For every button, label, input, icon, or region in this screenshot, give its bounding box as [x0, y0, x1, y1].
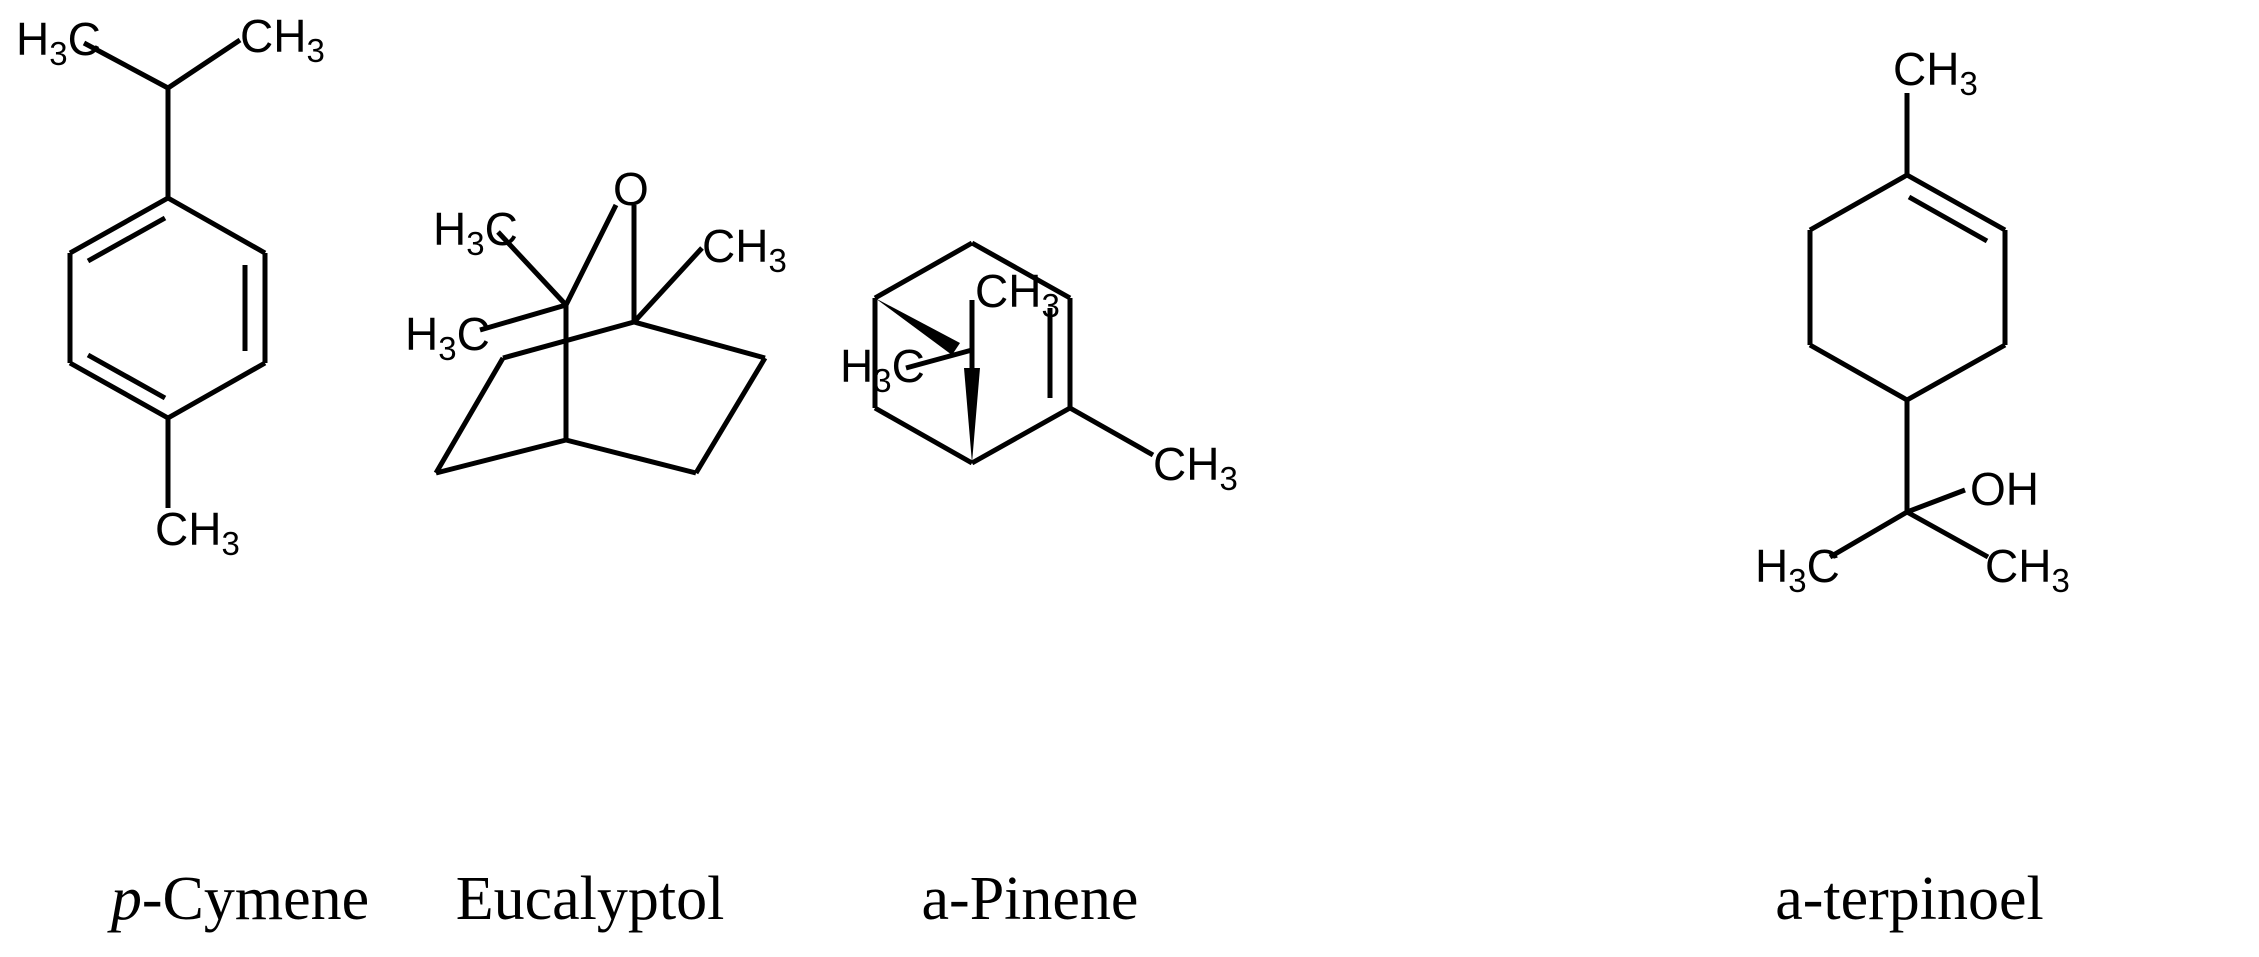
p-cymene-ch3-top-left: H3C [16, 13, 101, 72]
eucalyptol-name: Eucalyptol [455, 865, 725, 933]
bond-ring-4 [1808, 342, 1909, 403]
bond-methyl-right [1905, 509, 1990, 560]
eucalyptol-bonds [433, 203, 768, 476]
bond-c4-c5 [633, 319, 766, 361]
bond-ring-double-1 [86, 215, 167, 264]
bond-ring-d [970, 405, 1072, 466]
eucalyptol-ch3-upper-left: H3C [433, 203, 518, 262]
bond-ring-3 [166, 360, 267, 421]
bond-ring-1 [166, 195, 267, 256]
a-pinene-name: a-Pinene [921, 865, 1139, 933]
bond-c1-methyl-lower [479, 302, 567, 333]
eucalyptol-structure: O H3C H3C CH3 [405, 163, 787, 476]
bond-c5-c6 [693, 356, 768, 475]
eucalyptol-ch3-right: CH3 [702, 220, 787, 279]
molecule-eucalyptol: O H3C H3C CH3 Eucalyptol [380, 0, 980, 957]
a-pinene-ch3-ring: CH3 [1153, 438, 1238, 497]
bond-isopropyl-right [166, 37, 242, 91]
a-terpinoel-structure: CH3 OH H3C CH3 [1755, 43, 2070, 599]
wedge-bond-upper [875, 298, 960, 355]
bond-ring-methyl [1068, 405, 1155, 458]
bond-ring-6 [1808, 172, 1909, 233]
bond-c2-c1 [435, 437, 567, 476]
bond-c1-methyl-upper [496, 230, 568, 307]
bond-ring-e [873, 405, 974, 466]
bond-ring-3 [1905, 342, 2007, 403]
p-cymene-name: p-Cymene [0, 868, 480, 930]
eucalyptol-ch3-lower-left: H3C [405, 308, 490, 367]
bond-ring-a [873, 240, 974, 301]
p-cymene-name-rest: -Cymene [141, 865, 370, 933]
bond-c6-c1 [565, 437, 697, 476]
bond-hydroxyl [1906, 487, 1966, 515]
a-terpinoel-ch3-bottom-left: H3C [1755, 540, 1840, 599]
bond-ring-b [970, 240, 1072, 301]
a-terpinoel-name: a-terpinoel [1775, 865, 2044, 933]
a-terpinoel-bonds [1807, 93, 2008, 560]
a-terpinoel-hydroxyl: OH [1970, 463, 2039, 515]
bond-c3-c2 [433, 356, 506, 475]
p-cymene-bonds [67, 37, 268, 508]
eucalyptol-oxygen: O [613, 163, 649, 215]
bond-ring-4 [68, 360, 170, 421]
bond-ring-double [1907, 194, 1989, 244]
bond-c1-oxygen [563, 203, 619, 307]
p-cymene-ch3-top-right: CH3 [240, 10, 325, 69]
p-cymene-structure: H3C CH3 CH3 [16, 10, 325, 562]
wedge-bond-lower [964, 368, 980, 463]
a-pinene-ch3-bridge-upper: CH3 [975, 265, 1060, 324]
molecule-a-terpinoel: CH3 OH H3C CH3 a-terpinoel [1755, 0, 2259, 957]
bond-c4-c3 [502, 319, 635, 361]
a-pinene-bonds [872, 240, 1155, 466]
molecule-a-pinene: CH3 H3C CH3 a-Pinene [820, 0, 1440, 957]
bond-methyl-left [1828, 509, 1909, 560]
a-terpinoel-ch3-bottom-right: CH3 [1985, 540, 2070, 599]
bond-ring-1 [1905, 172, 2007, 233]
a-terpinoel-ch3-top: CH3 [1893, 43, 1978, 102]
molecule-p-cymene: H3C CH3 CH3 p-Cymene [0, 0, 480, 957]
bond-ring-double-3 [86, 352, 167, 401]
p-cymene-name-prefix: p [110, 865, 142, 933]
a-pinene-structure: CH3 H3C CH3 [840, 240, 1238, 497]
bond-isopropyl-left [82, 40, 170, 91]
bond-bridge-lower-methyl [905, 347, 973, 371]
p-cymene-ch3-bottom: CH3 [155, 503, 240, 562]
bond-c4-methyl [632, 246, 704, 324]
a-pinene-ch3-bridge-lower: H3C [840, 340, 925, 399]
bond-ring-6 [68, 195, 170, 256]
